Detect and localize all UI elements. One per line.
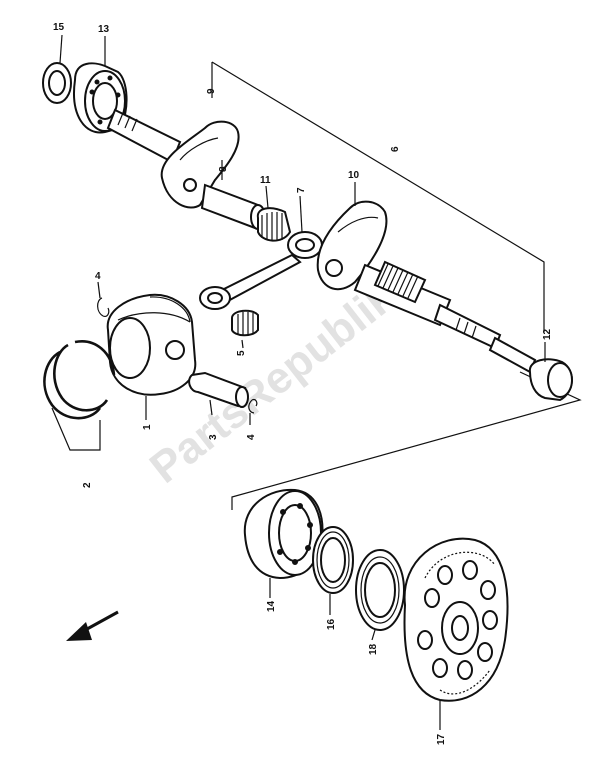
label-4-upper: 4	[95, 271, 101, 282]
label-9: 9	[206, 88, 217, 94]
label-18: 18	[368, 643, 379, 655]
small-bearing-5	[231, 309, 259, 337]
crank-web-10	[316, 200, 388, 291]
bearing-14	[243, 488, 324, 580]
crankshaft-right-shaft	[353, 260, 537, 374]
label-17: 17	[436, 733, 447, 745]
label-2: 2	[82, 482, 93, 488]
bush-12	[528, 358, 573, 402]
label-6: 6	[390, 146, 401, 152]
label-12: 12	[542, 328, 553, 340]
oil-seal-18	[355, 549, 405, 631]
connecting-rod-7	[199, 231, 323, 310]
circlip-4-lower	[248, 398, 258, 414]
circlip-4-upper	[97, 297, 110, 317]
label-11: 11	[260, 175, 271, 186]
front-arrow-icon	[66, 610, 119, 641]
label-4-lower: 4	[246, 434, 257, 440]
oil-seal-16	[312, 526, 354, 594]
crankshaft-left-shaft	[106, 108, 182, 164]
piston-1	[106, 293, 197, 396]
label-3: 3	[208, 434, 219, 440]
label-13: 13	[98, 24, 110, 35]
label-16: 16	[326, 618, 337, 630]
crank-web-9	[160, 120, 240, 209]
part-labels: 15 13 9 8 11 7 10 6 12 4 5 1 2 3 4 14 16…	[53, 22, 553, 745]
label-7: 7	[296, 187, 307, 193]
oil-seal-15	[42, 62, 72, 104]
leader-lines	[59, 34, 546, 730]
gear-17	[403, 537, 509, 702]
label-5: 5	[236, 350, 247, 356]
crank-pin-8	[200, 183, 266, 230]
label-15: 15	[53, 22, 65, 33]
needle-bearing-11	[256, 207, 292, 242]
piston-rings-2	[43, 340, 116, 451]
label-1: 1	[142, 424, 153, 430]
piston-pin-3	[188, 371, 249, 408]
label-14: 14	[266, 600, 277, 612]
label-10: 10	[348, 170, 360, 181]
label-8: 8	[218, 166, 229, 172]
